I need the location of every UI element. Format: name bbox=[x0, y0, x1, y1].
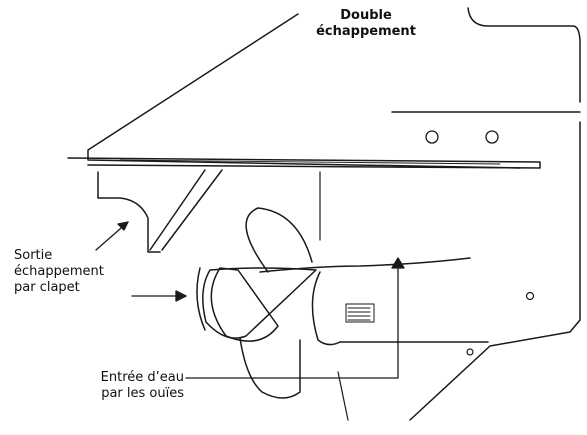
label-water-intake: Entrée d’eau par les ouïes bbox=[60, 370, 184, 402]
label-double-exhaust: Double échappement bbox=[316, 8, 416, 40]
label-par-clapet: par clapet bbox=[14, 280, 80, 295]
label-double: Double bbox=[340, 8, 392, 23]
propeller-blade-lower bbox=[239, 337, 301, 399]
drain-hole bbox=[525, 291, 535, 301]
label-par-ouies: par les ouïes bbox=[101, 386, 184, 401]
upper-housing-outline bbox=[87, 13, 521, 169]
prop-shaft-line bbox=[337, 371, 349, 421]
anti-ventilation-plate bbox=[67, 157, 541, 169]
exhaust-outlet-lip bbox=[97, 171, 161, 253]
label-sortie: Sortie bbox=[14, 248, 53, 263]
label-outlet-exhaust: échappement bbox=[14, 264, 104, 279]
propeller-hub bbox=[202, 267, 317, 339]
label-exhaust-outlet: Sortie échappement par clapet bbox=[14, 248, 104, 296]
bolt-hole-2 bbox=[485, 130, 499, 144]
label-entree-eau: Entrée d’eau bbox=[100, 370, 184, 385]
exhaust-fin bbox=[149, 169, 223, 251]
propeller-blade-top bbox=[245, 207, 313, 273]
outlet-callout-arrow bbox=[95, 221, 129, 251]
plate-inner-line bbox=[119, 159, 501, 165]
housing-lip bbox=[467, 7, 581, 103]
propeller-blade-front bbox=[210, 267, 279, 342]
intake-callout-arrow bbox=[185, 257, 405, 379]
small-hole bbox=[466, 348, 474, 356]
propeller-cone bbox=[196, 267, 206, 331]
intake-grille bbox=[345, 303, 375, 323]
outlet-side-arrow bbox=[131, 290, 187, 302]
torpedo-housing bbox=[259, 257, 471, 346]
gearcase-rear bbox=[409, 319, 581, 421]
label-exhaust: échappement bbox=[316, 24, 416, 39]
bolt-hole-1 bbox=[425, 130, 439, 144]
